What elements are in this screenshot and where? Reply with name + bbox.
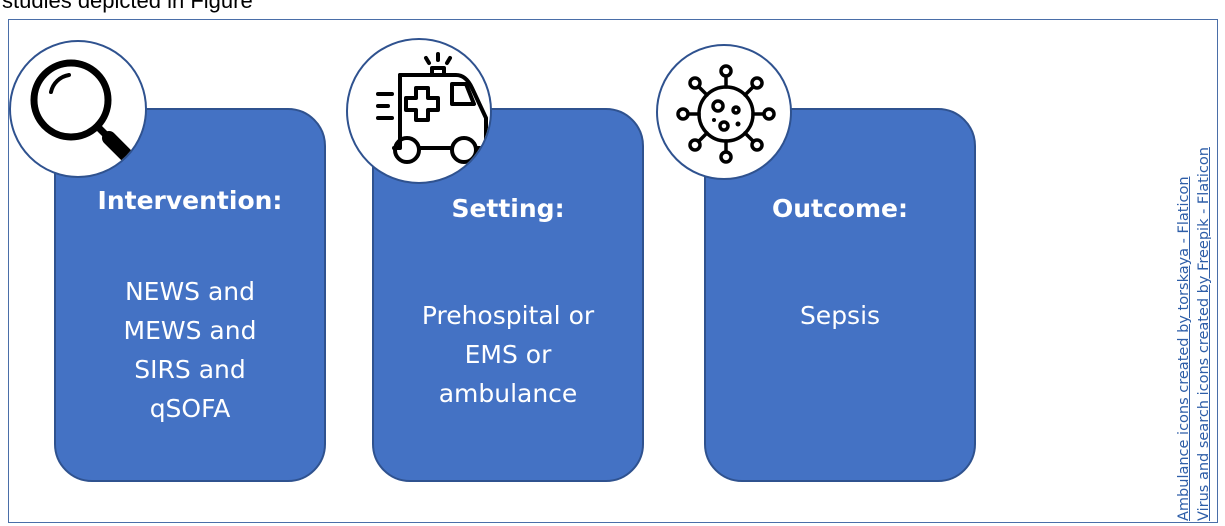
setting-body: Prehospital or EMS or ambulance [421, 301, 595, 408]
magnifying-glass-icon [9, 40, 147, 178]
caption-fragment: studies depicted in Figure [2, 0, 253, 13]
ambulance-credit-link[interactable]: Ambulance icons created by torskaya - Fl… [1176, 176, 1192, 521]
virus-search-credit-link[interactable]: Virus and search icons created by Freepi… [1196, 147, 1212, 521]
intervention-card: Intervention: NEWS and MEWS and SIRS and… [54, 108, 326, 482]
setting-title: Setting: [451, 194, 565, 223]
intervention-title: Intervention: [97, 186, 283, 215]
virus-icon [656, 44, 792, 180]
outcome-body: Sepsis [799, 301, 881, 330]
intervention-body: NEWS and MEWS and SIRS and qSOFA [123, 277, 257, 423]
figure-frame [8, 19, 1218, 523]
icon-credits: Ambulance icons created by torskaya - Fl… [1172, 80, 1222, 522]
setting-card: Setting: Prehospital or EMS or ambulance [372, 108, 644, 482]
ambulance-icon [346, 38, 492, 184]
outcome-title: Outcome: [772, 194, 908, 223]
